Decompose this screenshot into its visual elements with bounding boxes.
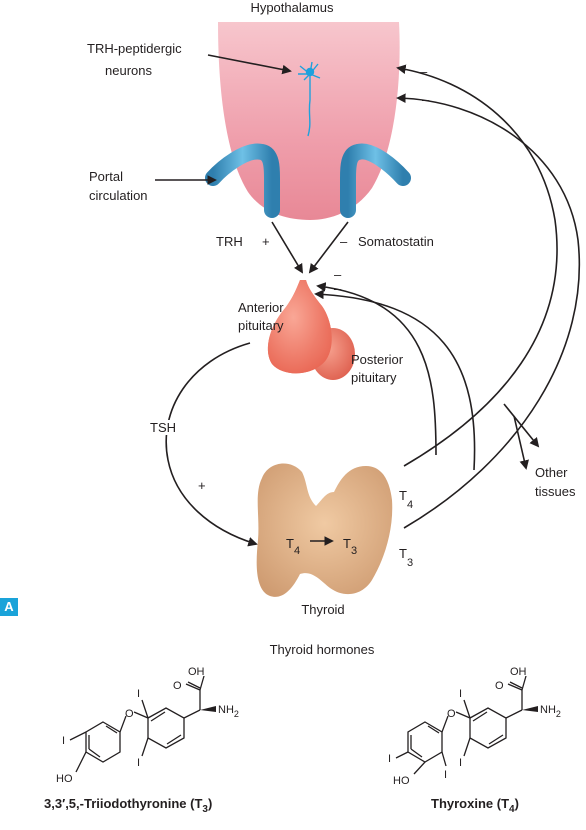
panel-label-badge: A	[0, 598, 18, 616]
other-tissues-label-line1: Other	[535, 465, 568, 480]
portal-label-line2: circulation	[89, 188, 148, 203]
t4-iodine-bottom: I	[459, 757, 462, 769]
t4-iodine-left: I	[388, 753, 391, 765]
posterior-label-line1: Posterior	[351, 352, 404, 367]
thyroid-hormones-title: Thyroid hormones	[270, 642, 375, 657]
t3-iodine-top: I	[137, 688, 140, 700]
t4-acid-o-label: O	[495, 680, 504, 692]
hypothalamus-minus-sign-1: –	[420, 64, 428, 79]
other-tissues-arrow-1	[503, 403, 540, 448]
t4-ether-o: O	[447, 708, 456, 720]
neuron-icon	[298, 61, 321, 137]
t4-iodine-top: I	[459, 688, 462, 700]
t4-output-label: T4	[399, 488, 413, 511]
t3-name: 3,3′,5,-Triiodothyronine (T3)	[44, 796, 212, 815]
t4-oh-label: OH	[510, 666, 527, 678]
t3-iodine-left: I	[62, 735, 65, 747]
t3-feedback-to-hypothalamus	[396, 93, 580, 529]
thyroid-label: Thyroid	[301, 602, 344, 617]
t3-ether-o: O	[125, 708, 134, 720]
pituitary-minus-sign-1: –	[334, 267, 342, 282]
portal-label-line1: Portal	[89, 169, 123, 184]
portal-vessel-left	[205, 143, 280, 218]
other-tissues-label-line2: tissues	[535, 484, 576, 499]
t4-feedback-to-pituitary-inner	[316, 282, 437, 456]
trh-neurons-label-line1: TRH-peptidergic	[87, 41, 182, 56]
t4-ho-label: HO	[393, 775, 410, 787]
anterior-label-line1: Anterior	[238, 300, 284, 315]
other-tissues-arrow-2	[513, 415, 529, 470]
hypothalamus-label: Hypothalamus	[250, 0, 334, 15]
t4-structure	[395, 675, 538, 775]
t3-nh2-label: NH2	[218, 704, 239, 719]
anterior-label-line2: pituitary	[238, 318, 284, 333]
t4-iodine-right: I	[444, 769, 447, 781]
trh-neurons-label-line2: neurons	[105, 63, 152, 78]
t3-acid-o-label: O	[173, 680, 182, 692]
thyroid-shape	[256, 463, 393, 597]
trh-plus-sign: +	[262, 234, 270, 249]
t3-ho-label: HO	[56, 773, 73, 785]
t3-oh-label: OH	[188, 666, 205, 678]
thyroid-t4-label: T4	[286, 536, 300, 557]
tsh-arrow	[165, 342, 258, 547]
somatostatin-arrow	[308, 221, 349, 274]
t3-structure	[69, 675, 216, 773]
t4-name: Thyroxine (T4)	[431, 796, 519, 815]
t4-feedback-to-hypothalamus	[396, 64, 558, 467]
hypothalamus-minus-sign-2: –	[422, 92, 430, 107]
trh-label: TRH	[216, 234, 243, 249]
portal-vessel-right	[340, 143, 411, 218]
trh-arrow	[271, 221, 303, 274]
tsh-plus-sign: +	[198, 478, 206, 493]
t3-output-label: T3	[399, 546, 413, 569]
hypothalamus-shape	[218, 22, 400, 220]
t4-feedback-to-pituitary-outer	[314, 289, 476, 471]
somatostatin-minus-sign: –	[340, 234, 348, 249]
somatostatin-label: Somatostatin	[358, 234, 434, 249]
thyroid-t3-label: T3	[343, 536, 357, 557]
t3-iodine-bottom: I	[137, 757, 140, 769]
t4-nh2-label: NH2	[540, 704, 561, 719]
neurons-pointer-arrow	[207, 54, 292, 75]
tsh-label: TSH	[150, 420, 176, 435]
posterior-label-line2: pituitary	[351, 370, 397, 385]
pituitary-minus-sign-2: –	[334, 281, 342, 296]
